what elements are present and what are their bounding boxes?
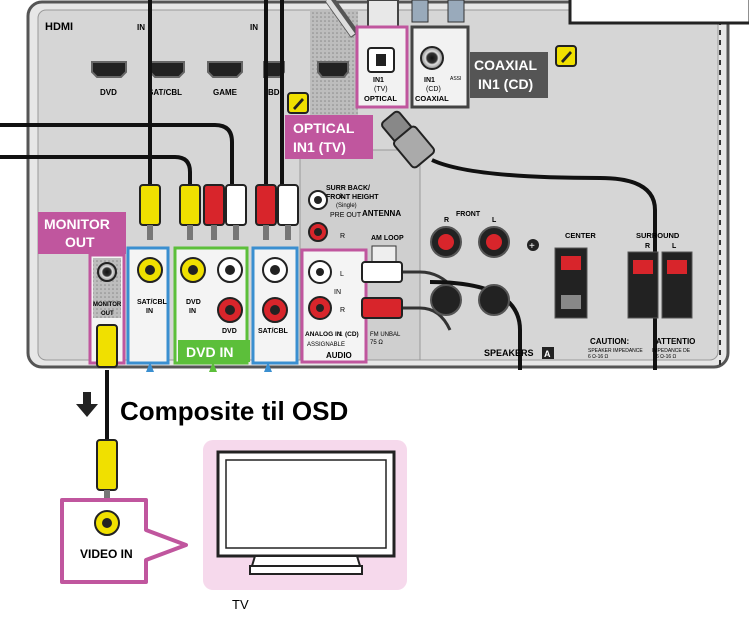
dvd-in-callout-text: DVD IN bbox=[186, 344, 233, 360]
pre-out-r: R bbox=[340, 233, 345, 240]
center-label: CENTER bbox=[565, 231, 596, 240]
dvd-in-label: DVD bbox=[186, 299, 201, 306]
svg-text:+: + bbox=[529, 241, 535, 252]
analog-in-label: ANALOG IN bbox=[305, 331, 342, 338]
monitor-out-port-group: MONITOR OUT bbox=[88, 253, 126, 365]
hdmi-port-label: BD bbox=[268, 88, 280, 97]
satcbl-in-label: SAT/CBL bbox=[137, 299, 168, 306]
audio-label: AUDIO bbox=[326, 351, 352, 360]
top-plugs bbox=[325, 0, 465, 38]
front-r: R bbox=[444, 217, 449, 224]
front-label: FRONT bbox=[456, 211, 481, 218]
attention-sub: IMPEDANCE DE bbox=[652, 348, 691, 354]
dvd-bottom-label: DVD bbox=[222, 328, 237, 335]
optical-name: OPTICAL bbox=[364, 94, 397, 103]
optical-in: IN1 bbox=[373, 77, 384, 84]
speakers-label: SPEAKERS bbox=[484, 348, 534, 358]
cables-top bbox=[0, 0, 284, 185]
hdmi-port-game[interactable]: GAME bbox=[207, 61, 243, 97]
hdmi-in-label-1: IN bbox=[137, 23, 145, 32]
coaxial-highlight bbox=[410, 25, 470, 109]
pre-out-area: SURR BACK/ FRONT HEIGHT L (Single) PRE O… bbox=[308, 185, 404, 346]
satcbl-in-group: SAT/CBL IN bbox=[126, 246, 170, 365]
caution-sub: SPEAKER IMPEDANCE bbox=[588, 348, 643, 354]
front-height-label: FRONT HEIGHT bbox=[326, 194, 379, 201]
surr-back-label: SURR BACK/ bbox=[326, 185, 370, 192]
fm-unbal-label: FM UNBAL bbox=[370, 332, 401, 338]
hdmi-in-label-2: IN bbox=[250, 23, 258, 32]
caution-sub2: 6 Ω-16 Ω bbox=[588, 354, 609, 360]
assign-label: ASSI bbox=[450, 76, 461, 82]
pre-out-l: L bbox=[340, 193, 344, 200]
video-in-callout: VIDEO IN bbox=[60, 498, 188, 584]
hdmi-label: HDMI bbox=[45, 21, 73, 33]
surround-label: SURROUND bbox=[636, 231, 680, 240]
analog-in-r: R bbox=[340, 307, 345, 314]
coaxial-callout-line1: COAXIAL bbox=[474, 57, 537, 73]
plus-icon bbox=[527, 239, 539, 251]
analog-in-l: L bbox=[340, 271, 344, 278]
optical-sub: (TV) bbox=[374, 86, 388, 93]
satcbl-bottom-label: SAT/CBL bbox=[258, 328, 289, 335]
analog-in-group: L IN R ANALOG IN 1 (CD) ASSIGNABLE AUDIO bbox=[300, 248, 368, 364]
dvd-in-callout: DVD IN bbox=[178, 340, 250, 362]
hdmi-port-label: GAME bbox=[213, 88, 238, 97]
coaxial-callout-line2: IN1 (CD) bbox=[478, 76, 533, 92]
surround-l: L bbox=[672, 243, 677, 250]
monitor-out-callout: MONITOR OUT bbox=[38, 212, 126, 254]
single-label: (Single) bbox=[336, 203, 357, 209]
satcbl-audio-group: SAT/CBL bbox=[251, 246, 299, 365]
front-l: L bbox=[492, 217, 497, 224]
coaxial-name: COAXIAL bbox=[415, 94, 449, 103]
digital-inputs: IN1 (TV) OPTICAL IN1 (CD) ASSI COAXIAL bbox=[355, 25, 470, 109]
attention-sub2: 6 Ω-16 Ω bbox=[656, 354, 677, 360]
coaxial-in: IN1 bbox=[424, 77, 435, 84]
coaxial-sub: (CD) bbox=[426, 86, 441, 93]
coaxial-callout: COAXIAL IN1 (CD) bbox=[470, 45, 577, 98]
optical-callout-line1: OPTICAL bbox=[293, 120, 355, 136]
pre-out-label: PRE OUT bbox=[330, 212, 362, 219]
antenna-label: ANTENNA bbox=[362, 209, 401, 218]
analog-in-in: IN bbox=[334, 289, 341, 296]
rca-plugs bbox=[139, 184, 299, 240]
monitor-port-label-2: OUT bbox=[101, 311, 114, 317]
caption: Composite til OSD bbox=[120, 396, 348, 426]
attention-label: ATTENTIO bbox=[656, 337, 695, 346]
hdmi-port-label: SAT/CBL bbox=[148, 88, 182, 97]
optical-callout-line2: IN1 (TV) bbox=[293, 139, 346, 155]
am-loop-label: AM LOOP bbox=[371, 235, 404, 242]
direction-arrow bbox=[76, 392, 98, 417]
hdmi-port-dvd[interactable]: DVD bbox=[91, 61, 127, 97]
composite-cable bbox=[96, 324, 118, 502]
ohm-label: 75 Ω bbox=[370, 340, 383, 346]
dvd-in-label-2: IN bbox=[189, 308, 196, 315]
monitor-port-label: MONITOR bbox=[93, 302, 122, 308]
tv-label: TV bbox=[232, 597, 249, 612]
analog-in-num: 1 bbox=[339, 331, 343, 338]
hdmi-port-label: DVD bbox=[100, 88, 117, 97]
coaxial-cable bbox=[381, 110, 657, 370]
video-in-label: VIDEO IN bbox=[80, 547, 133, 561]
speakers-tag: A bbox=[544, 349, 551, 359]
indicator-arrows bbox=[146, 362, 272, 372]
am-loop-terminal[interactable] bbox=[371, 245, 397, 263]
monitor-callout-line1: MONITOR bbox=[44, 216, 110, 232]
assignable-label: ASSIGNABLE bbox=[307, 342, 345, 348]
monitor-out-jack[interactable] bbox=[97, 262, 117, 282]
surround-r: R bbox=[645, 243, 650, 250]
hdmi-out-port[interactable] bbox=[317, 61, 349, 78]
caution-label: CAUTION: bbox=[590, 337, 629, 346]
satcbl-in-label-2: IN bbox=[146, 308, 153, 315]
optical-callout: OPTICAL IN1 (TV) bbox=[285, 92, 373, 159]
coaxial-port[interactable] bbox=[420, 46, 444, 70]
tv-illustration bbox=[203, 440, 407, 590]
optical-highlight bbox=[355, 25, 409, 109]
analog-in-cd: (CD) bbox=[345, 331, 359, 338]
speaker-terminals: FRONT R L + CENTER SURROUND R L SPEAKERS… bbox=[430, 211, 695, 360]
top-right-box bbox=[568, 0, 749, 25]
monitor-callout-line2: OUT bbox=[65, 234, 95, 250]
